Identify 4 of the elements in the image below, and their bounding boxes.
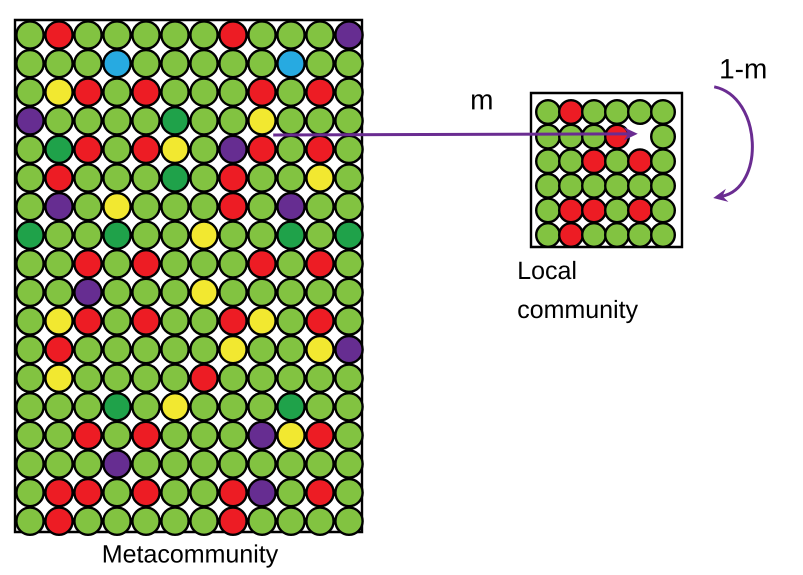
- edge-label: m: [469, 93, 494, 110]
- edge-label: 1-m: [718, 58, 768, 80]
- community-label: Metacommunity: [104, 544, 278, 568]
- community-label: Local community: [518, 260, 638, 324]
